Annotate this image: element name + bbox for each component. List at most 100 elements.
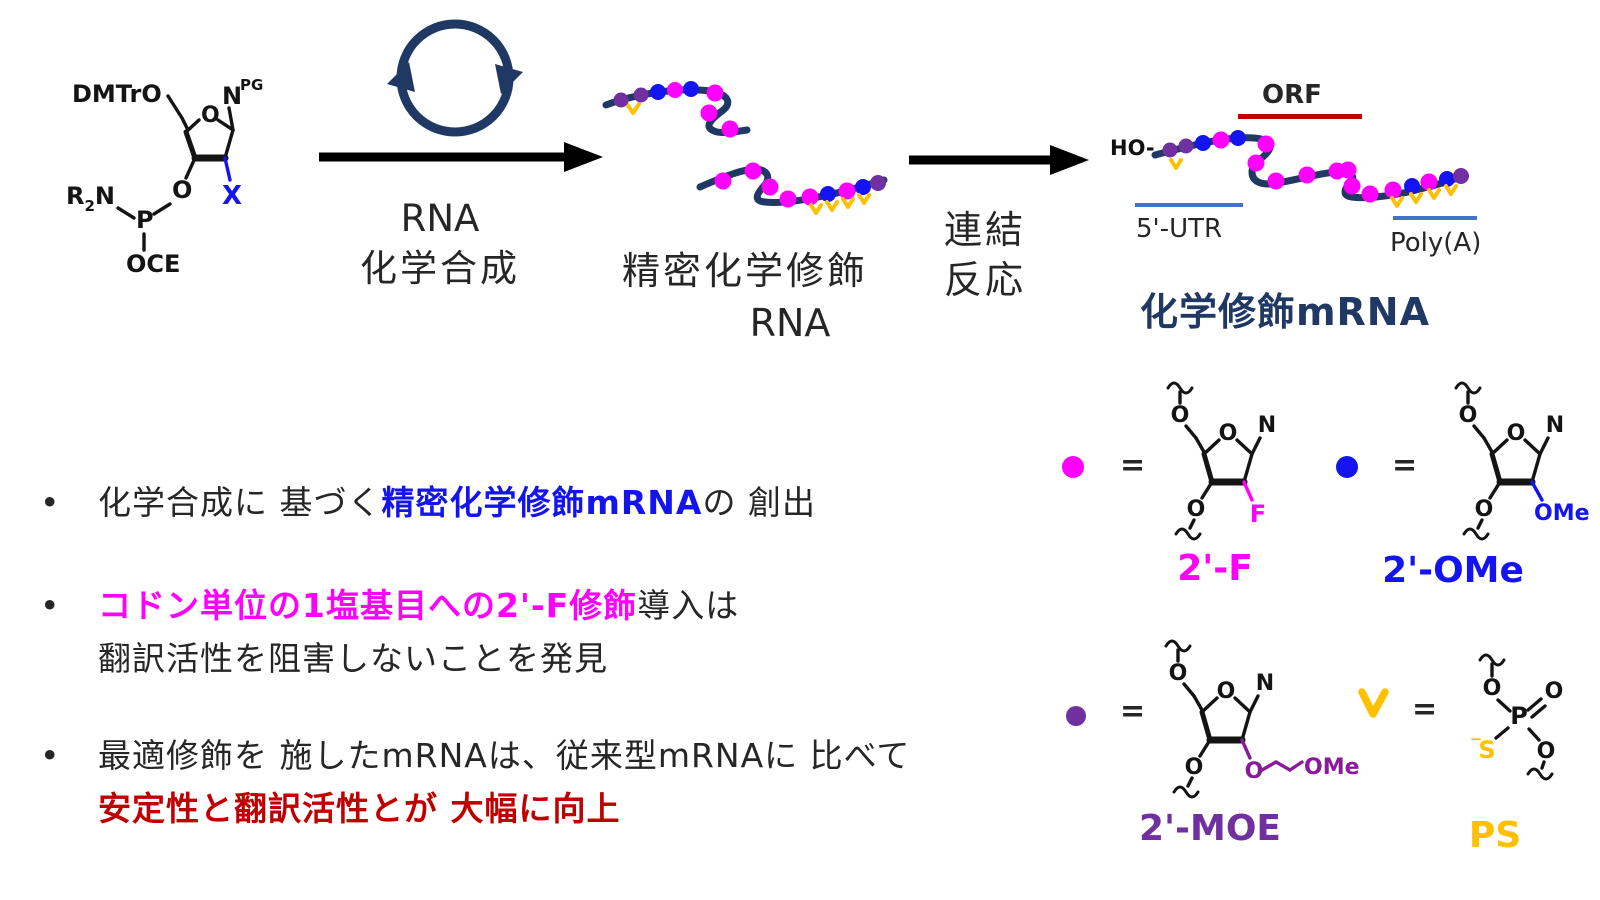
bond-x [223, 156, 232, 182]
bond [216, 118, 235, 132]
moe-ome-group: OMe [1304, 755, 1360, 780]
ome-nucleoside-structure: O O N O OMe [1454, 381, 1590, 541]
oxygen: O [1483, 676, 1502, 701]
ps-mark [825, 200, 839, 212]
ome-dot [1195, 135, 1211, 151]
oxygen: O [1545, 679, 1564, 704]
ps-v-marker [1358, 688, 1389, 718]
nitrogen: N [1258, 413, 1276, 438]
ome-dot [683, 81, 699, 97]
bond [1527, 727, 1541, 742]
bond [1476, 518, 1484, 530]
equals-sign: = [1120, 448, 1146, 483]
f-dot [1420, 173, 1438, 191]
ome-dot-marker [1336, 456, 1358, 478]
step1-line1: RNA [400, 197, 480, 240]
f-dot [801, 188, 819, 206]
rna-strand-upper [602, 86, 751, 137]
base-nitrogen: N [222, 82, 242, 110]
bond [1490, 438, 1509, 456]
squiggle [1166, 381, 1194, 395]
bond [1523, 438, 1542, 456]
f-dot [1339, 161, 1357, 179]
bond [1488, 480, 1502, 500]
moe-nucleoside-structure: O O N O O OMe [1164, 639, 1360, 799]
bond [1526, 697, 1543, 712]
bullet-3-highlight: 安定性と翻訳活性とが 大幅に向上 [98, 789, 621, 828]
ps-mark [1390, 196, 1404, 208]
cycle-arrowhead-left [387, 62, 415, 92]
bond [1200, 696, 1219, 714]
bond [116, 206, 136, 220]
ps-mark [1358, 688, 1389, 718]
f-label: 2'-F [1177, 548, 1253, 589]
squiggle [1172, 785, 1200, 799]
bond [1194, 436, 1206, 454]
oxygen: O [1187, 497, 1206, 522]
bond [1200, 480, 1214, 500]
bond [223, 128, 235, 160]
bond [1482, 436, 1494, 454]
bond [1240, 710, 1252, 742]
squiggle [1526, 767, 1554, 781]
nitrogen: N [1256, 671, 1274, 696]
bullet-2-line1: •コドン単位の1塩基目への2'-F修飾導入は [40, 583, 739, 629]
ome-dot [1230, 130, 1246, 146]
intermediate-label-line2: RNA [749, 301, 831, 345]
orf-label: ORF [1262, 80, 1322, 110]
bond [166, 94, 184, 120]
bond [1540, 760, 1546, 770]
utr5-underline [1135, 203, 1243, 207]
squiggle [1462, 527, 1490, 541]
squiggle [1454, 381, 1482, 395]
f-dot [1361, 185, 1379, 203]
bond [1184, 424, 1198, 440]
ring-oxygen: O [1219, 421, 1238, 446]
o3-oxygen: O [172, 176, 192, 204]
bond [1496, 698, 1512, 713]
arrow-head [564, 142, 603, 172]
bullet-1-plain1: 化学合成に 基づく [98, 483, 382, 522]
f-dot [1267, 172, 1285, 190]
f-nucleoside-structure: O O N O F [1166, 381, 1276, 541]
moe-oxygen: O [1245, 759, 1264, 784]
bullet-marker: • [40, 483, 61, 522]
reaction-arrow-2 [909, 145, 1089, 175]
amine-r: R [66, 182, 84, 210]
f-dot [1257, 135, 1275, 153]
f-dot [721, 120, 739, 138]
bond [1250, 436, 1262, 456]
moe-dot-marker [1066, 706, 1086, 726]
f-dot [1384, 181, 1402, 199]
ps-mark [841, 197, 855, 209]
bond [1188, 518, 1196, 530]
bond [1202, 438, 1221, 456]
bond [1274, 760, 1292, 772]
bond [1201, 451, 1215, 485]
bullet-2-plain: 導入は [637, 586, 740, 625]
bullet-1: •化学合成に 基づく精密化学修飾mRNAの 創出 [40, 480, 816, 526]
amine-group: R2N [66, 182, 115, 215]
ho-end-label: HO- [1110, 136, 1155, 160]
ome-dot [820, 186, 836, 202]
nitrogen: N [1546, 413, 1564, 438]
f-dot [779, 190, 797, 208]
ps-mark [1444, 184, 1458, 196]
ring-oxygen: O [1507, 421, 1526, 446]
moe-dot [870, 175, 886, 191]
moe-dot [633, 87, 649, 103]
ome-dot [650, 84, 666, 100]
f-dot [1247, 154, 1265, 172]
phosphorus: P [1510, 702, 1528, 730]
bond-f [1242, 480, 1254, 502]
ps-mark [857, 193, 871, 205]
ome-dot [855, 179, 871, 195]
step2-line2: 反応 [943, 258, 1026, 302]
bond [183, 129, 198, 161]
bullet-2-line2-text: 翻訳活性を阻害しないことを発見 [98, 639, 608, 678]
bond [1472, 424, 1486, 440]
bond [1198, 738, 1212, 758]
fluorine: F [1250, 500, 1266, 528]
moe-dot [613, 92, 629, 108]
